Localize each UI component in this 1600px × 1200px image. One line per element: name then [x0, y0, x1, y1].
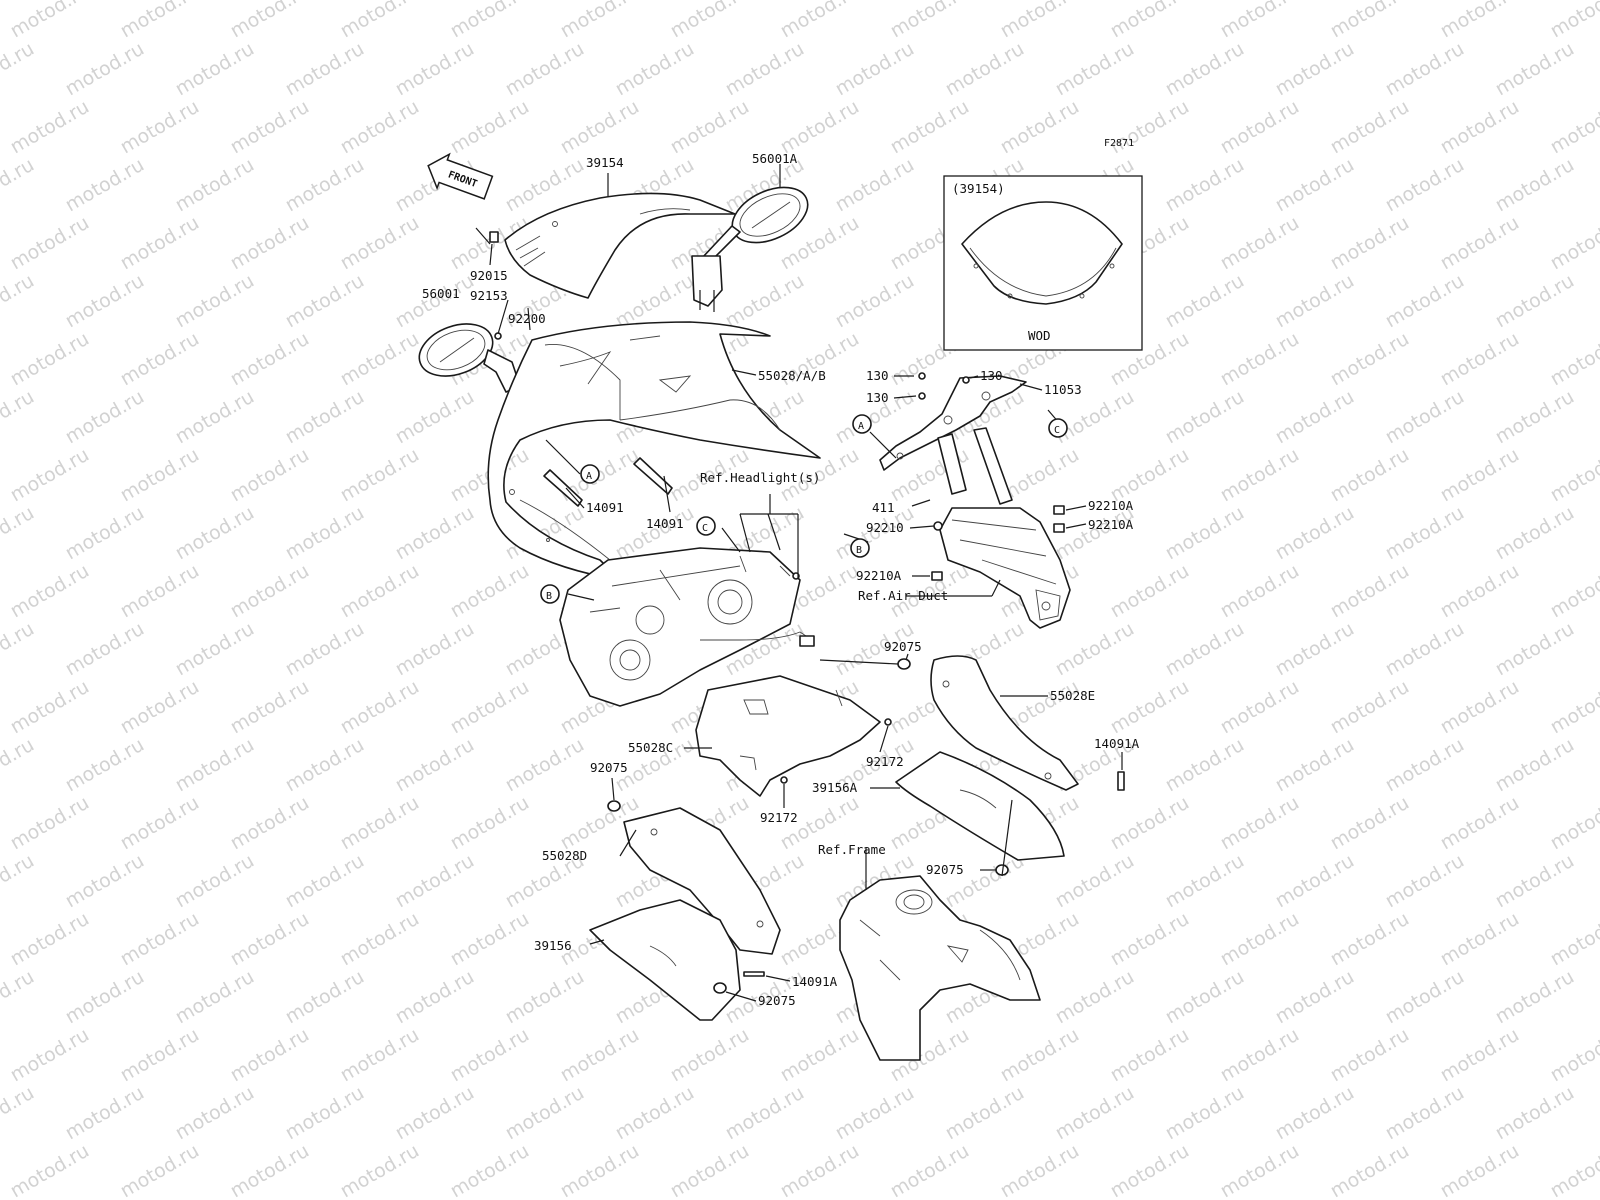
ref-frame-label: Ref.Frame [818, 842, 886, 857]
upper-cowl-part [487, 321, 821, 581]
label-92075-a: 92075 [884, 639, 922, 654]
callout-a-right: A [852, 414, 872, 434]
label-14091-b: 14091 [646, 516, 684, 531]
mirror-left-part [418, 323, 521, 393]
label-92172-b: 92172 [760, 810, 798, 825]
callout-c-headlight: C [696, 516, 716, 536]
svg-text:A: A [586, 471, 592, 482]
figure-code: F2871 [1104, 138, 1134, 149]
front-arrow-icon: FRONT [427, 152, 494, 200]
label-92153: 92153 [470, 288, 508, 303]
air-duct-part [939, 507, 1071, 629]
label-92075-d: 92075 [758, 993, 796, 1008]
label-14091-a: 14091 [586, 500, 624, 515]
headlight-part [559, 547, 815, 707]
label-92210a-b: 92210A [1088, 517, 1134, 532]
decal-parts [543, 457, 673, 507]
label-92200: 92200 [508, 311, 546, 326]
callout-b-left: B [540, 584, 560, 604]
label-56001a: 56001A [752, 151, 798, 166]
svg-text:B: B [546, 591, 552, 602]
side-panel-left-part [623, 807, 781, 955]
side-panel-right-part [930, 655, 1079, 791]
label-14091a-b: 14091A [792, 974, 838, 989]
fasteners [489, 231, 1125, 994]
label-92210: 92210 [866, 520, 904, 535]
label-39156a: 39156A [812, 780, 858, 795]
label-55028e: 55028E [1050, 688, 1095, 703]
svg-text:C: C [1054, 425, 1060, 436]
label-92172-a: 92172 [866, 754, 904, 769]
inner-panel-part [695, 675, 881, 797]
cowl-bracket-part [879, 375, 1027, 505]
label-92015: 92015 [470, 268, 508, 283]
callout-a-top: A [580, 464, 600, 484]
label-55028-a-b: 55028/A/B [758, 368, 826, 383]
label-92075-b: 92075 [590, 760, 628, 775]
label-56001: 56001 [422, 286, 460, 301]
part-labels: 39154 56001A 92015 56001 92153 92200 550… [422, 151, 1140, 1008]
label-55028d: 55028D [542, 848, 587, 863]
lower-panel-left-part [589, 899, 741, 1021]
label-55028c: 55028C [628, 740, 673, 755]
svg-text:A: A [858, 421, 864, 432]
label-39156: 39156 [534, 938, 572, 953]
windshield-part [504, 192, 736, 299]
svg-text:C: C [702, 523, 708, 534]
label-39154: 39154 [586, 155, 624, 170]
label-11053: 11053 [1044, 382, 1082, 397]
frame-part [839, 875, 1041, 1061]
callout-c-bracket: C [1048, 418, 1068, 438]
inset-title: (39154) [952, 181, 1005, 196]
label-130-a: 130 [866, 368, 889, 383]
label-130-c: 130 [980, 368, 1003, 383]
inset-caption: WOD [1028, 328, 1051, 343]
svg-text:B: B [856, 545, 862, 556]
reference-labels: Ref.Headlight(s) Ref.Air Duct Ref.Frame [700, 470, 948, 857]
label-14091a-a: 14091A [1094, 736, 1140, 751]
ref-headlight-label: Ref.Headlight(s) [700, 470, 820, 485]
ref-air-duct-label: Ref.Air Duct [858, 588, 948, 603]
inset-box: (39154) WOD [943, 175, 1143, 351]
label-130-b: 130 [866, 390, 889, 405]
label-92210a-c: 92210A [856, 568, 902, 583]
lower-panel-right-part [895, 751, 1065, 861]
callout-b-right: B [850, 538, 870, 558]
mirror-right-part [691, 186, 809, 312]
label-92075-c: 92075 [926, 862, 964, 877]
label-411: 411 [872, 500, 895, 515]
label-92210a-a: 92210A [1088, 498, 1134, 513]
